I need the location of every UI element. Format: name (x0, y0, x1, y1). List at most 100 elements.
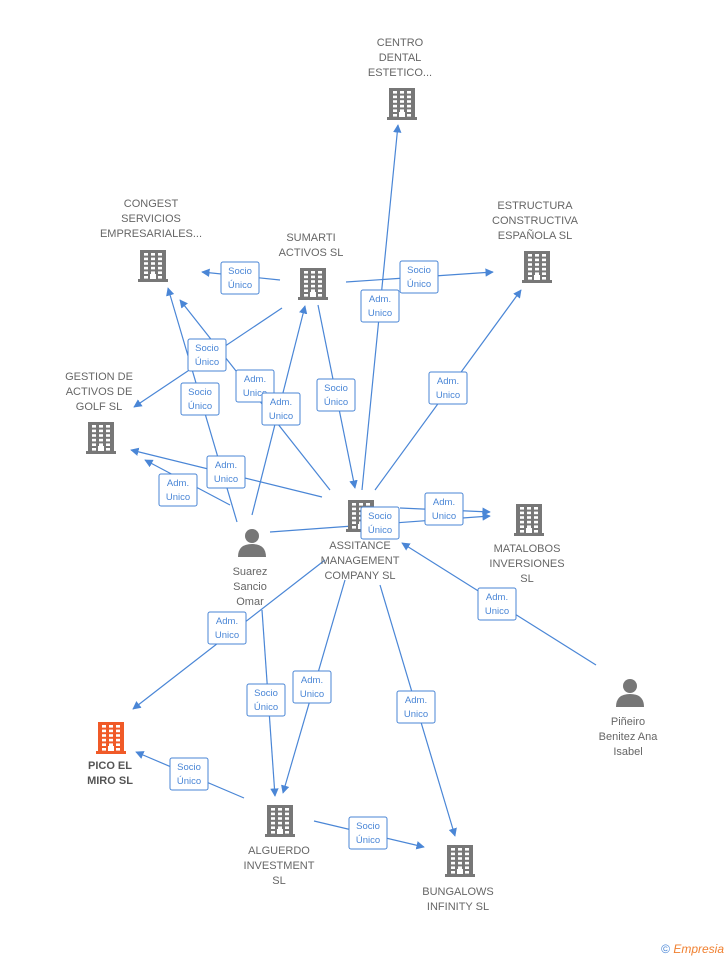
building-icon (96, 722, 126, 754)
building-icon (298, 268, 328, 300)
node-label: INVERSIONES (489, 558, 564, 570)
node-assitance[interactable]: ASSITANCE MANAGEMENT COMPANY SL (321, 500, 400, 582)
edge-label[interactable]: Adm. Unico (292, 670, 332, 704)
building-icon (387, 88, 417, 120)
edge-label[interactable]: Adm.Unico (360, 289, 400, 323)
edge-label-box (428, 371, 468, 405)
edge-label-text: Unico (243, 388, 267, 399)
edge-label-box (207, 611, 247, 645)
building-icon (522, 251, 552, 283)
edge-label-text: Adm. (270, 397, 292, 408)
edge-label-text: Unico (436, 390, 460, 401)
node-label: ESTRUCTURA (497, 200, 573, 212)
node-label: CENTRO (377, 37, 424, 49)
edge-label[interactable]: Adm.Unico (158, 473, 198, 507)
edge-label-text: Socio (195, 343, 219, 354)
node-label: Isabel (613, 746, 642, 758)
node-label: MANAGEMENT (321, 555, 400, 567)
node-label: ALGUERDO (248, 845, 310, 857)
edge-label-text: Único (188, 401, 212, 412)
edge-label-text: Adm. (486, 592, 508, 603)
edge-label-box (180, 382, 220, 416)
edge-label-box (316, 378, 356, 412)
node-label: CONSTRUCTIVA (492, 215, 579, 227)
building-icon (445, 845, 475, 877)
node-label: DENTAL (379, 52, 422, 64)
node-label: Benitez Ana (599, 731, 659, 743)
node-centro[interactable]: CENTRO DENTAL ESTETICO... (368, 37, 432, 120)
edge-label-text: Único (254, 702, 278, 713)
footer-brand[interactable]: © Empresia (661, 942, 724, 956)
node-congest[interactable]: CONGESTSERVICIOSEMPRESARIALES... (100, 198, 202, 282)
person-icon (616, 679, 644, 707)
building-icon (86, 422, 116, 454)
node-label: ESTETICO... (368, 67, 432, 79)
edge-label-text: Adm. (301, 675, 323, 686)
edge-label-text: Unico (485, 606, 509, 617)
edge-label-text: Unico (300, 689, 324, 700)
edge-label[interactable]: Adm. Unico (206, 455, 246, 489)
edge-label-text: Único (407, 279, 431, 290)
edge-label-text: Socio (356, 821, 380, 832)
edge-label-text: Unico (214, 474, 238, 485)
edge-label-box (477, 587, 517, 621)
edge-label-text: Adm. (437, 376, 459, 387)
person-icon (238, 529, 266, 557)
edge-label-text: Adm. (244, 374, 266, 385)
edge-label-text: Unico (215, 630, 239, 641)
edge-label-text: Socio (324, 383, 348, 394)
edge-label-box (360, 289, 400, 323)
edge-label-text: Socio (177, 762, 201, 773)
node-label: Piñeiro (611, 716, 645, 728)
edge-label-text: Socio (228, 266, 252, 277)
node-sumarti[interactable]: SUMARTI ACTIVOS SL (279, 232, 344, 300)
edge-label-text: Socio (188, 387, 212, 398)
edge-label-box (158, 473, 198, 507)
edge-label-text: Unico (404, 709, 428, 720)
edge-label-text: Socio (407, 265, 431, 276)
edge-label-text: Único (368, 525, 392, 536)
edge-label-box (348, 816, 388, 850)
node-label: Suarez (233, 566, 268, 578)
edge-label-box (206, 455, 246, 489)
building-icon (138, 250, 168, 282)
node-label: MATALOBOS (494, 543, 561, 555)
node-label: INVESTMENT (244, 860, 315, 872)
edge-label-text: Unico (269, 411, 293, 422)
edge-label[interactable]: Adm. Unico (477, 587, 517, 621)
node-label: COMPANY SL (324, 570, 395, 582)
edge-label[interactable]: Adm.Unico (207, 611, 247, 645)
edge-label-box (424, 492, 464, 526)
node-label: ACTIVOS SL (279, 247, 344, 259)
edge-label-text: Adm. (215, 460, 237, 471)
edge-label-box (246, 683, 286, 717)
node-label: MIRO SL (87, 775, 133, 787)
edge-label-text: Unico (166, 492, 190, 503)
edge-label[interactable]: Adm. Unico (428, 371, 468, 405)
edge-label[interactable]: Adm.Unico (396, 690, 436, 724)
edge-label-text: Único (324, 397, 348, 408)
node-label: SUMARTI (286, 232, 335, 244)
node-label: Sancio (233, 581, 267, 593)
edge-label[interactable]: Adm. Unico (261, 392, 301, 426)
node-label: ASSITANCE (329, 540, 391, 552)
edge-label[interactable]: Adm.Unico (424, 492, 464, 526)
